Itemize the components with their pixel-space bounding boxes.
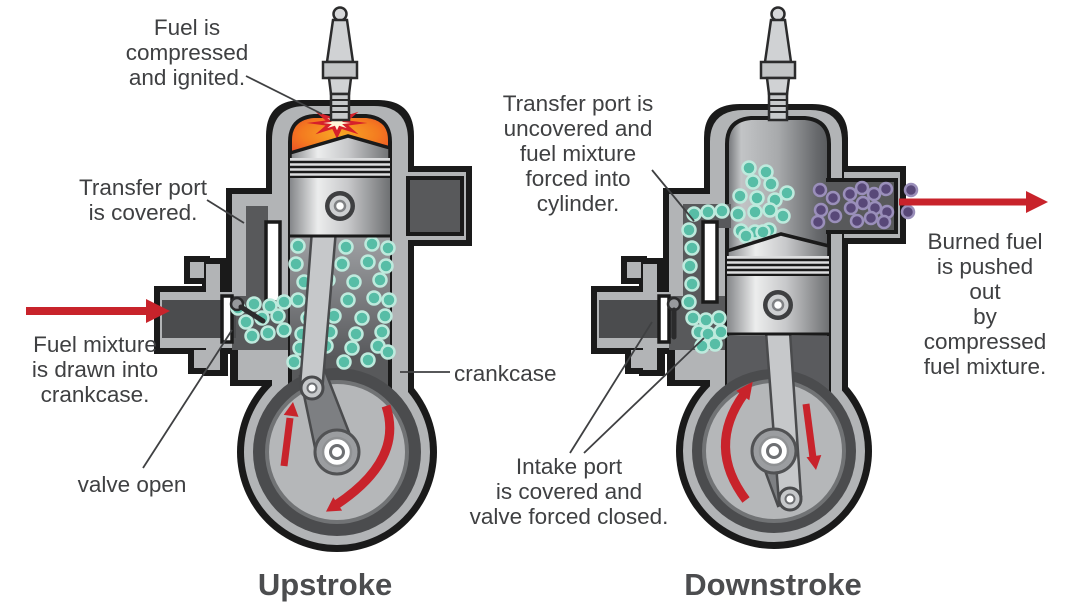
burned-fuel-dots [810, 180, 919, 230]
title-downstroke: Downstroke [684, 567, 862, 602]
rotation-arrows [721, 381, 822, 503]
leader-transfer-uncovered [651, 169, 695, 222]
leader-intake-port-b [583, 337, 705, 454]
transfer-port-slot [701, 220, 719, 304]
leader-intake-port-a [569, 321, 653, 454]
spark-plug-icon [321, 6, 359, 122]
label-fuel-mixture: Fuel mixture is drawn into crankcase. [31, 332, 159, 407]
flywheel [265, 228, 409, 524]
engine-downstroke [591, 6, 1048, 549]
transfer-port-slot [264, 220, 282, 304]
reed-valve-closed [666, 296, 682, 340]
spark-plug-icon [759, 6, 797, 122]
rotation-arrows [280, 402, 395, 512]
flywheel [702, 330, 846, 523]
label-transfer-covered: Transfer port is covered. [79, 175, 207, 225]
label-intake-port: Intake port is covered and valve forced … [469, 454, 669, 529]
valve-seat-slot [657, 294, 671, 344]
label-fuel-ignited: Fuel is compressed and ignited. [125, 15, 249, 90]
reed-valve-open [229, 296, 266, 324]
label-valve-open: valve open [77, 472, 187, 497]
exhaust-arrow [899, 191, 1048, 213]
label-transfer-uncovered: Transfer port is uncovered and fuel mixt… [502, 91, 654, 216]
label-burned-fuel: Burned fuel is pushed out by compressed … [923, 229, 1047, 379]
label-crankcase: crankcase [454, 361, 557, 386]
title-upstroke: Upstroke [257, 567, 393, 602]
engine-upstroke [26, 6, 472, 552]
leader-lines [142, 75, 705, 469]
piston [288, 134, 392, 238]
intake-arrow [26, 299, 170, 323]
leader-fuel-ignited [245, 75, 323, 115]
exhaust-port-interior [406, 176, 464, 236]
fuel-mixture-dots [681, 160, 795, 354]
leader-valve-open [142, 329, 233, 469]
leader-transfer-covered [206, 199, 245, 224]
valve-seat-slot [220, 294, 234, 344]
piston [725, 232, 831, 336]
